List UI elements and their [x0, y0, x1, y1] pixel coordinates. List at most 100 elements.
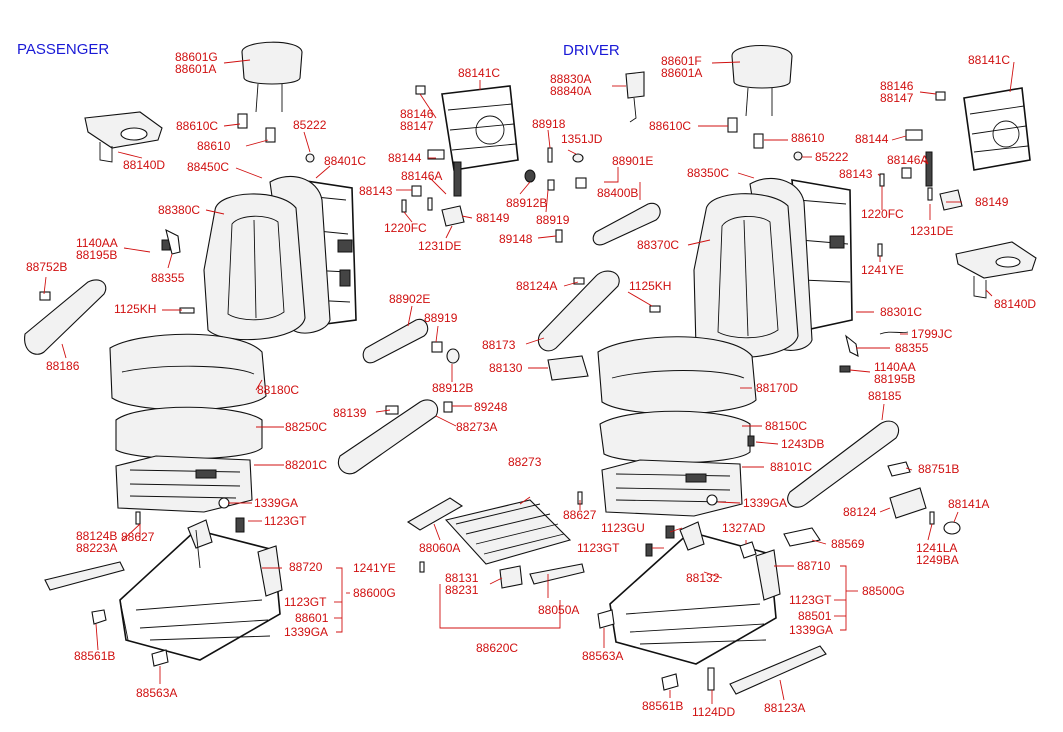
part-label-88751b: 88751B: [918, 462, 960, 476]
part-label-88569: 88569: [831, 537, 865, 551]
part-label-88123a: 88123A: [764, 701, 806, 715]
part-label-1125kh: 1125KH: [114, 302, 157, 316]
leader-lines: [43, 59, 1015, 704]
passenger-seatback-frame: [299, 179, 357, 327]
part-label-1231de-center: 1231DE: [418, 239, 462, 253]
part-label-88601a: 88601A: [175, 62, 217, 76]
part-label-88144-driver: 88144: [855, 132, 889, 146]
part-label-1124dd: 1124DD: [692, 705, 736, 719]
part-label-88130: 88130: [489, 361, 523, 375]
center-recliner-lever: [362, 202, 661, 364]
center-seatback-frame-detail: [401, 85, 519, 227]
part-label-88380c: 88380C: [158, 203, 201, 217]
part-label-88186: 88186: [46, 359, 80, 373]
part-label-88170d: 88170D: [756, 381, 799, 395]
part-label-88350c: 88350C: [687, 166, 730, 180]
part-label-88185: 88185: [868, 389, 902, 403]
part-label-88141c-center: 88141C: [458, 66, 501, 80]
part-label-85222: 85222: [293, 118, 327, 132]
part-label-88901e: 88901E: [612, 154, 654, 168]
part-label-88601f: 88601F: [661, 54, 702, 68]
part-label-88355: 88355: [151, 271, 185, 285]
part-label-88610-driver: 88610: [791, 131, 825, 145]
part-label-88902e: 88902E: [389, 292, 431, 306]
part-label-1799jc: 1799JC: [911, 327, 953, 341]
part-label-88610: 88610: [197, 139, 231, 153]
part-label-1339ga-b: 1339GA: [284, 625, 329, 639]
part-label-88840a: 88840A: [550, 84, 592, 98]
part-label-1327ad: 1327AD: [722, 521, 766, 535]
part-label-88273: 88273: [508, 455, 542, 469]
part-label-88355-driver: 88355: [895, 341, 929, 355]
part-label-88918: 88918: [532, 117, 566, 131]
passenger-headrest: [241, 41, 303, 113]
part-label-88060a: 88060A: [419, 541, 461, 555]
passenger-headrest-guides: [237, 113, 315, 163]
part-label-88561b: 88561B: [74, 649, 116, 663]
part-label-88143-center: 88143: [359, 184, 393, 198]
part-label-88140d: 88140D: [123, 158, 166, 172]
part-label-88146-center: 88146: [400, 107, 434, 121]
center-belt-buckle: [524, 71, 645, 243]
passenger-cushion-frame: [115, 455, 253, 513]
part-label-88610c-driver: 88610C: [649, 119, 692, 133]
part-label-88620c: 88620C: [476, 641, 519, 655]
part-label-88627-center: 88627: [563, 508, 597, 522]
part-label-88500g: 88500G: [862, 584, 905, 598]
part-label-88601a-driver: 88601A: [661, 66, 703, 80]
part-label-1220fc-driver: 1220FC: [861, 207, 904, 221]
part-label-88124a: 88124A: [516, 279, 558, 293]
part-label-88141c-driver: 88141C: [968, 53, 1011, 67]
part-label-1140aa: 1140AA: [76, 236, 118, 250]
part-label-1123gu: 1123GU: [601, 521, 645, 535]
driver-frame-detail: [877, 87, 1031, 257]
passenger-cushion-pad: [115, 406, 263, 460]
part-label-88561b-driver: 88561B: [642, 699, 684, 713]
part-label-88610c: 88610C: [176, 119, 219, 133]
part-label-88050a: 88050A: [538, 603, 580, 617]
part-label-88124b: 88124B: [76, 529, 118, 543]
driver-misc-right: [839, 331, 909, 373]
part-label-1241ye-driver: 1241YE: [861, 263, 904, 277]
part-label-88563a: 88563A: [136, 686, 178, 700]
part-label-88601: 88601: [295, 611, 329, 625]
part-label-85222-driver: 85222: [815, 150, 849, 164]
part-label-88132: 88132: [686, 571, 720, 585]
part-label-1249ba: 1249BA: [916, 553, 959, 567]
part-label-1241ye: 1241YE: [353, 561, 396, 575]
part-label-88173: 88173: [482, 338, 516, 352]
part-label-88400b: 88400B: [597, 186, 639, 200]
part-label-88301c: 88301C: [880, 305, 923, 319]
passenger-seatback-cover: [203, 193, 306, 341]
part-label-89248: 89248: [474, 400, 508, 414]
driver-side-cover: [706, 420, 961, 535]
part-label-88912b: 88912B: [506, 196, 548, 210]
part-label-88627: 88627: [121, 530, 155, 544]
passenger-header: PASSENGER: [17, 41, 110, 58]
part-label-88131: 88131: [445, 571, 479, 585]
driver-tray: [955, 241, 1037, 299]
part-label-88146a-center: 88146A: [401, 169, 443, 183]
part-label-88146a-driver: 88146A: [887, 153, 929, 167]
passenger-tray: [84, 111, 163, 163]
part-label-88912b-b: 88912B: [432, 381, 474, 395]
part-label-88101c: 88101C: [770, 460, 813, 474]
part-label-88147-driver: 88147: [880, 91, 914, 105]
part-label-88710: 88710: [797, 559, 831, 573]
driver-track-assembly: [597, 521, 827, 695]
driver-headrest: [727, 44, 803, 161]
part-label-1241la: 1241LA: [916, 541, 958, 555]
part-label-88601g: 88601G: [175, 50, 218, 64]
part-label-1125kh-center: 1125KH: [629, 279, 672, 293]
part-label-88143-driver: 88143: [839, 167, 873, 181]
passenger-cushion-cover: [109, 333, 267, 411]
part-label-88919-b: 88919: [424, 311, 458, 325]
part-label-1123gt: 1123GT: [264, 514, 307, 528]
part-label-1123gt-center: 1123GT: [577, 541, 620, 555]
part-label-88140d-driver: 88140D: [994, 297, 1037, 311]
part-label-88223a: 88223A: [76, 541, 118, 555]
part-label-88501: 88501: [798, 609, 832, 623]
part-label-88150c: 88150C: [765, 419, 808, 433]
